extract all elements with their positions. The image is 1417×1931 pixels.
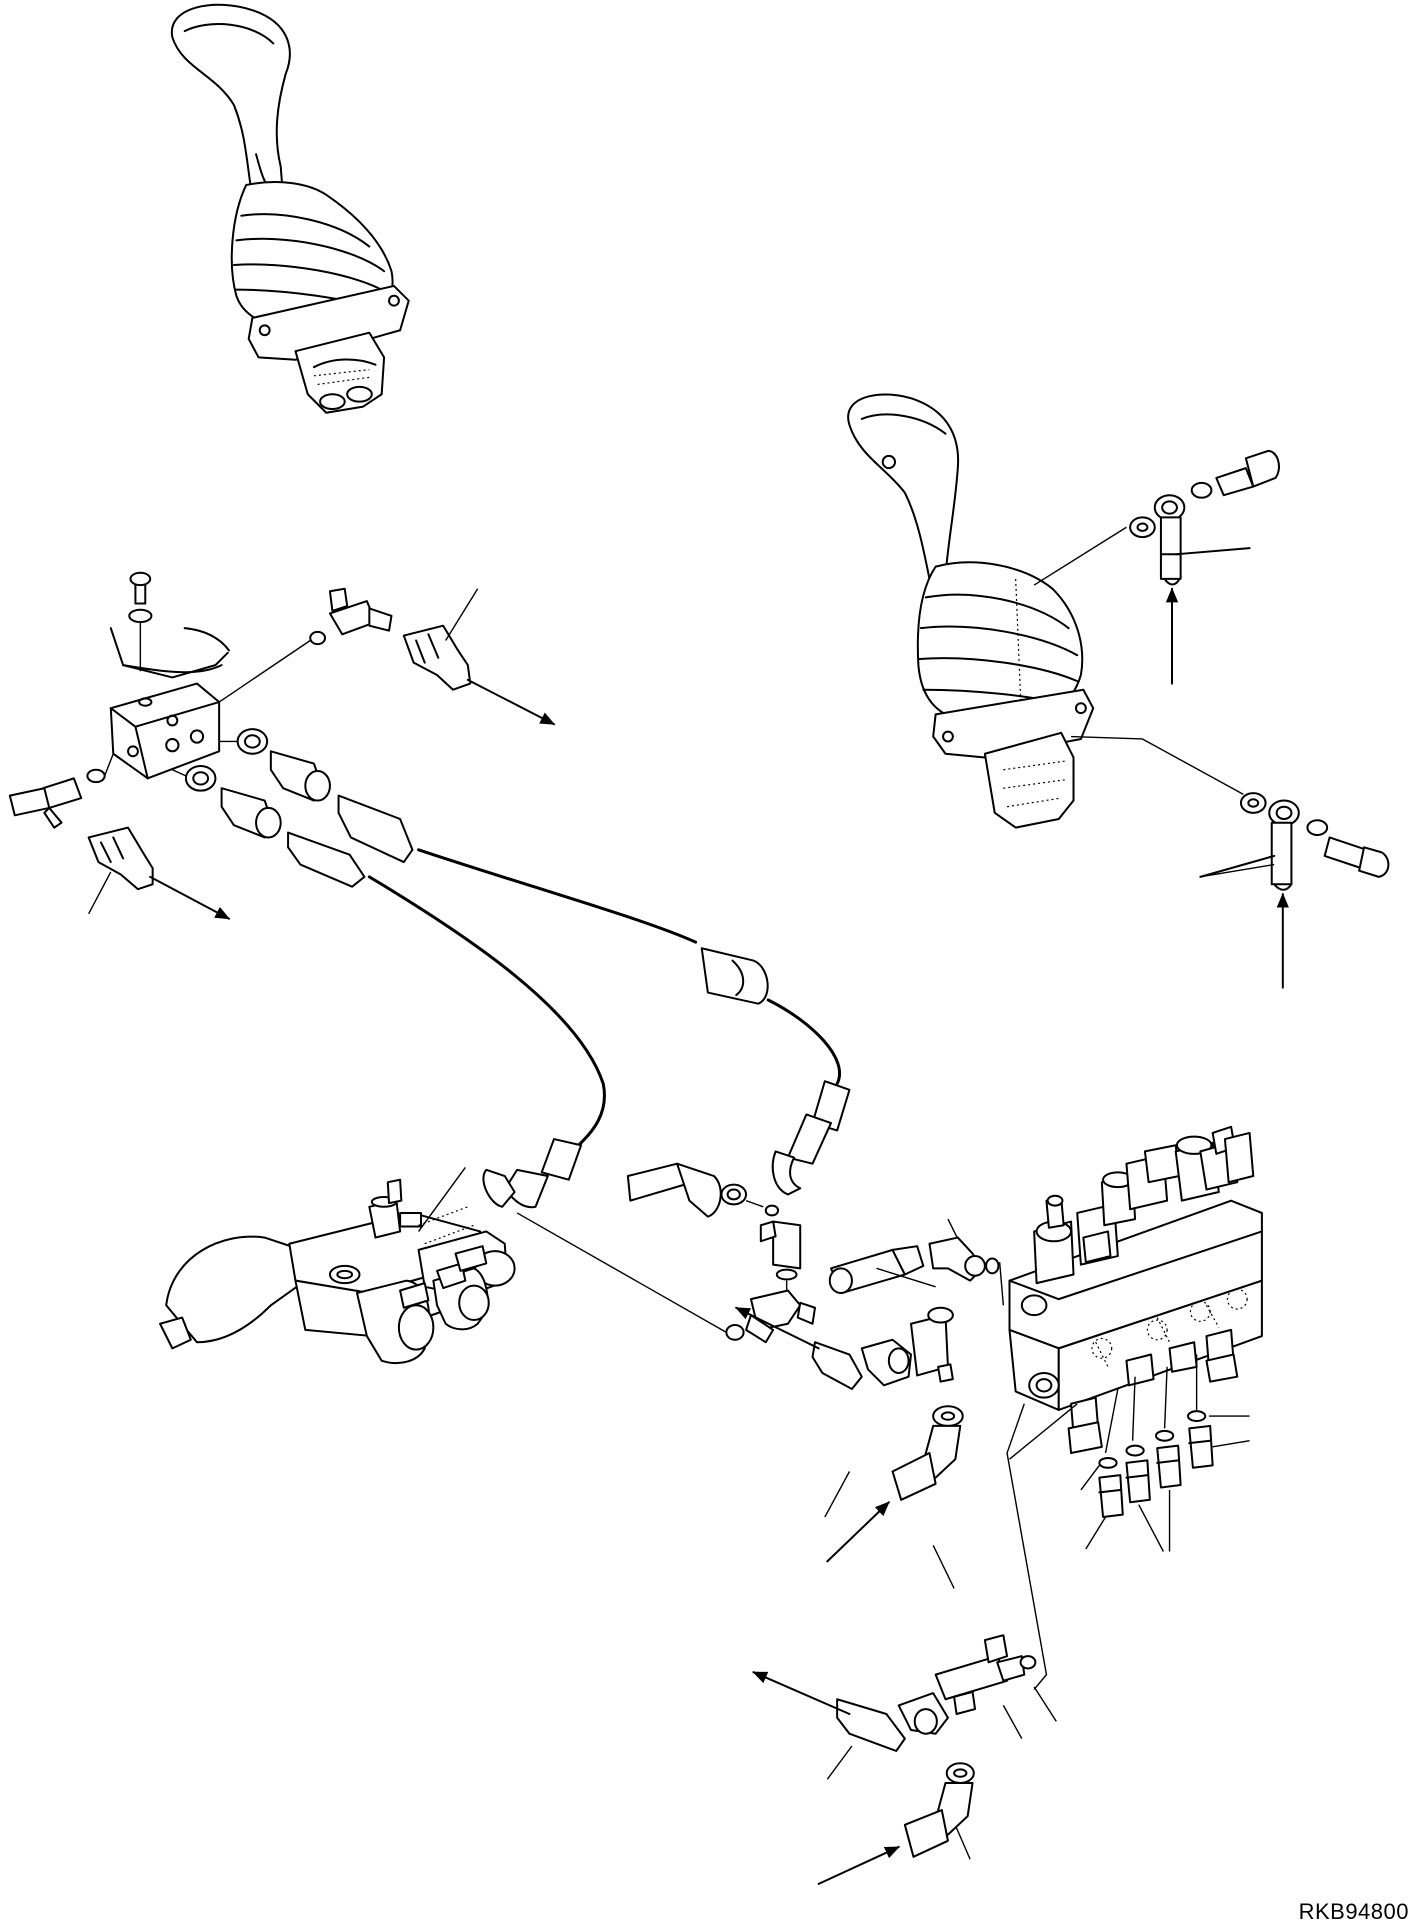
hoses xyxy=(369,850,849,1207)
left-joystick xyxy=(172,5,409,413)
accumulator xyxy=(160,1237,309,1349)
upper-banjo-fitting xyxy=(1034,451,1279,585)
manifold-block xyxy=(111,684,219,779)
pilot-valve-block xyxy=(289,1167,514,1363)
valve-elbow-upper xyxy=(813,1238,999,1500)
inlet-arrow-valve-lower xyxy=(819,1847,899,1884)
outlet-arrow-top-tee xyxy=(468,680,554,724)
drawing-code: RKB94800 xyxy=(1298,1899,1409,1924)
outlet-arrow-left-tee xyxy=(150,877,229,919)
main-control-valve xyxy=(1010,1127,1262,1453)
right-joystick xyxy=(848,394,1093,827)
valve-tee-lower xyxy=(837,1635,1035,1857)
manifold-tee-left xyxy=(10,754,153,914)
outlet-arrow-valve-lower xyxy=(753,1672,849,1714)
mounting-bracket xyxy=(111,573,229,678)
leader-lines xyxy=(825,865,1274,1860)
inlet-arrow-valve-upper xyxy=(827,1502,889,1561)
port-adapters xyxy=(172,729,412,887)
manifold-tee-top xyxy=(219,589,478,702)
port-plugs xyxy=(1099,1355,1212,1518)
lower-banjo-fitting xyxy=(1071,737,1388,890)
outlet-arrow-valve-upper xyxy=(736,1308,818,1349)
center-tee-assembly xyxy=(517,1164,923,1343)
